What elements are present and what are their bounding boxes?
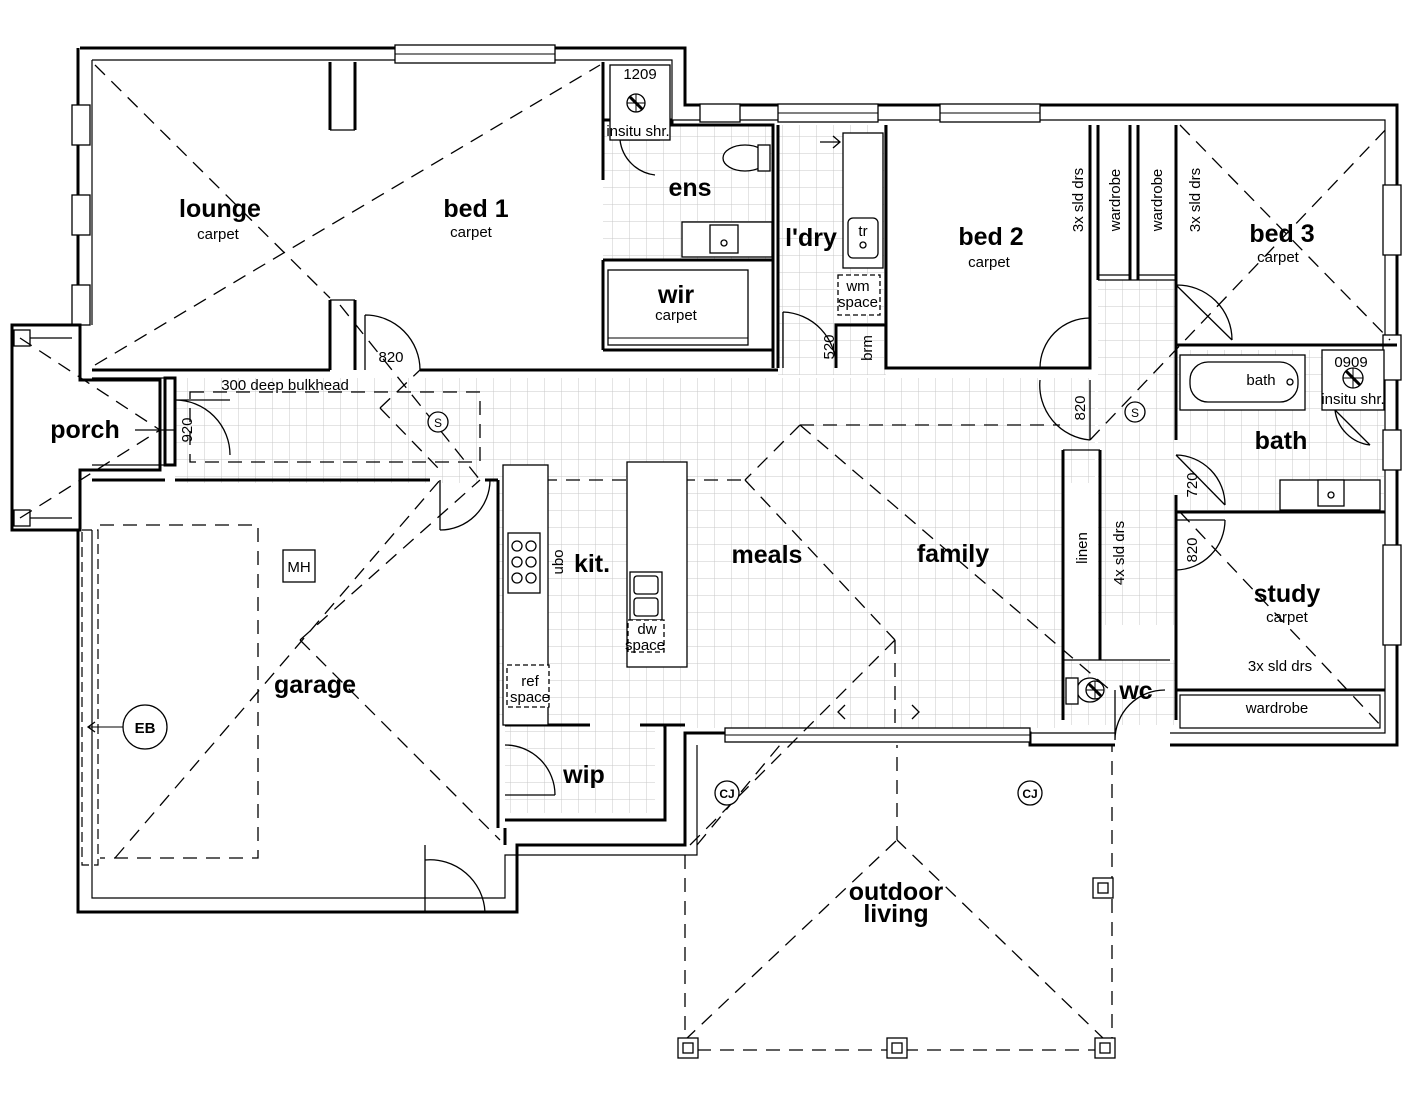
dw-space-line2: space — [625, 637, 665, 654]
doors — [174, 139, 1371, 913]
room-bed3-finish: carpet — [1257, 249, 1300, 266]
room-bed1-name: bed 1 — [443, 195, 508, 223]
dim-study-door: 820 — [1184, 537, 1201, 562]
broom-label: brm — [859, 335, 876, 361]
dim-bath-door-720: 720 — [1184, 472, 1201, 497]
room-wir-finish: carpet — [655, 307, 698, 324]
fixture-notes: 1209 insitu shr. tr wm space brm 3x sld … — [135, 66, 1385, 801]
door-dimensions: 820 920 520 820 720 820 — [179, 334, 1201, 562]
shower-size-ens: 1209 — [623, 66, 656, 83]
room-bed1-finish: carpet — [450, 224, 493, 241]
ref-space-line1: ref — [521, 673, 539, 690]
tr-label: tr — [858, 223, 867, 240]
room-outdoor-line2: living — [863, 900, 928, 928]
room-outdoor-line1: outdoor — [849, 878, 944, 906]
meter-box-label: MH — [287, 559, 310, 576]
room-labels: lounge carpet bed 1 carpet ens wir carpe… — [50, 174, 1320, 928]
shower-size-bath: 0909 — [1334, 354, 1367, 371]
room-laundry-name: l'dry — [785, 224, 837, 252]
electrical-board-label: EB — [135, 720, 156, 737]
outdoor-living-area — [677, 744, 1116, 1059]
interior-walls — [92, 62, 1397, 845]
ceiling-lines — [94, 64, 1391, 859]
room-porch-name: porch — [50, 416, 119, 444]
room-wc-name: wc — [1118, 677, 1152, 705]
dim-bed1-door: 820 — [378, 349, 403, 366]
room-bed2-name: bed 2 — [958, 223, 1023, 251]
room-meals-name: meals — [732, 541, 803, 569]
sld-drs-bed2: 3x sld drs — [1070, 168, 1087, 232]
wardrobe-bed3: wardrobe — [1149, 169, 1166, 233]
sld-drs-linen: 4x sld drs — [1111, 521, 1128, 585]
control-joint-right: CJ — [1022, 787, 1037, 801]
room-wir-name: wir — [657, 281, 694, 309]
room-study-finish: carpet — [1266, 609, 1309, 626]
room-lounge-name: lounge — [179, 195, 261, 223]
porch-outline — [10, 323, 162, 532]
dim-porch-door: 920 — [179, 417, 196, 442]
wm-space-line1: wm — [845, 278, 869, 295]
dw-space-line1: dw — [637, 621, 656, 638]
windows — [71, 44, 1402, 866]
insitu-shower-bath: insitu shr. — [1321, 391, 1384, 408]
wardrobe-bed2: wardrobe — [1107, 169, 1124, 233]
symbols — [86, 135, 1146, 806]
wm-space-line2: space — [838, 294, 878, 311]
room-bed3-name: bed 3 — [1249, 220, 1314, 248]
sld-drs-study: 3x sld drs — [1248, 658, 1312, 675]
dim-bath-door-820: 820 — [1072, 395, 1089, 420]
ref-space-line2: space — [510, 689, 550, 706]
room-family-name: family — [917, 540, 989, 568]
room-lounge-finish: carpet — [197, 226, 240, 243]
room-ens-name: ens — [668, 174, 711, 202]
insitu-shower-ens: insitu shr. — [606, 123, 669, 140]
fixtures — [282, 64, 1385, 726]
smoke-detector-bath: S — [1131, 406, 1139, 420]
room-garage-name: garage — [274, 671, 356, 699]
bath-tub-label: bath — [1246, 372, 1275, 389]
wardrobe-study: wardrobe — [1245, 700, 1309, 717]
room-bed2-finish: carpet — [968, 254, 1011, 271]
room-bath-name: bath — [1255, 427, 1308, 455]
linen-label: linen — [1074, 532, 1091, 564]
dim-ldry-door: 520 — [821, 334, 838, 359]
room-study-name: study — [1254, 580, 1321, 608]
smoke-detector-hall: S — [434, 416, 442, 430]
sld-drs-bed3: 3x sld drs — [1187, 168, 1204, 232]
control-joint-left: CJ — [719, 787, 734, 801]
room-wip-name: wip — [562, 761, 605, 789]
ubo-label: ubo — [550, 549, 567, 574]
room-kitchen-name: kit. — [574, 550, 610, 578]
bulkhead-note: 300 deep bulkhead — [221, 377, 349, 394]
